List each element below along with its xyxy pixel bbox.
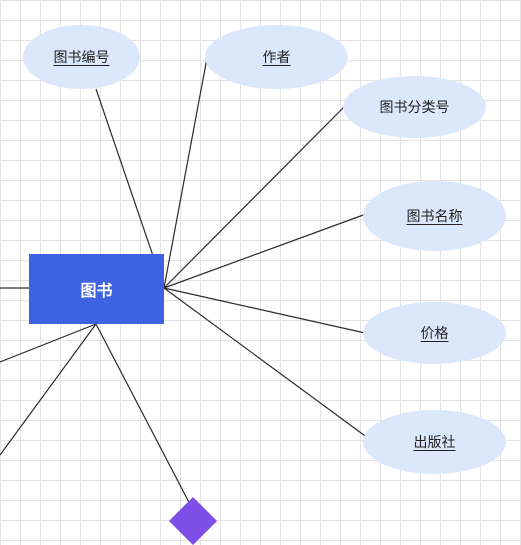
attribute-price-label: 价格 [420,326,449,342]
attribute-book-name[interactable]: 图书名称 [363,181,506,251]
connector-lines [0,57,373,511]
edge-entity-author [163,57,208,289]
edge-entity-category-no [163,106,345,289]
attribute-author-label: 作者 [262,50,291,66]
edge-entity-price [163,287,366,334]
attribute-publisher[interactable]: 出版社 [363,410,506,474]
edge-entity-book-name [163,213,367,289]
diagram-canvas [0,57,373,511]
entity-book-label: 图书 [80,281,113,300]
attribute-book-name-label: 图书名称 [406,209,463,225]
attribute-book-id-label: 图书编号 [53,50,110,66]
attribute-price[interactable]: 价格 [363,302,506,364]
attribute-publisher-label: 出版社 [413,435,456,451]
edge-entity-publisher [163,287,373,442]
edge-bottom-left-1 [0,323,97,363]
entity-book[interactable]: 图书 [29,254,164,324]
edge-bottom-left-2 [0,323,97,456]
attribute-category-no-label: 图书分类号 [379,100,450,116]
attribute-category-no[interactable]: 图书分类号 [343,76,486,138]
edge-bottom-relationship [95,323,194,511]
attribute-author[interactable]: 作者 [205,25,348,89]
attribute-book-id[interactable]: 图书编号 [23,25,140,89]
